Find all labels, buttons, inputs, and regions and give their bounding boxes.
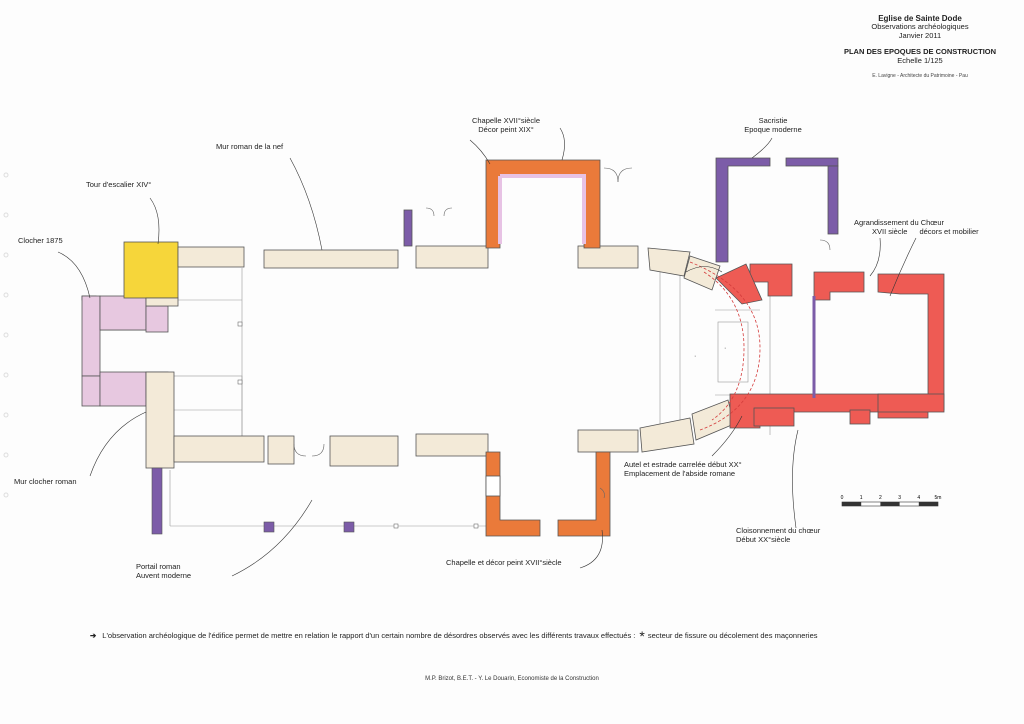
label-chapelle-nord-line2: Décor peint XIX°: [478, 125, 534, 134]
scale-tick-label: 3: [898, 495, 901, 501]
tour-escalier-xiv: [123, 241, 179, 299]
label-mur-nef: Mur roman de la nef: [216, 142, 284, 151]
scale-tick-label: 4: [917, 495, 920, 501]
pillar-markers: [237, 321, 479, 529]
fissure-stars: ··: [694, 345, 726, 360]
legend-note: ➔ L'observation archéologique de l'édific…: [90, 628, 990, 644]
author: E. Lavigne - Architecte du Patrimoine - …: [872, 72, 968, 79]
abside-romane-trace: [689, 261, 761, 431]
footer-credits: M.P. Brizot, B.E.T. - Y. Le Douarin, Eco…: [425, 676, 599, 682]
label-agrandissement: Agrandissement du Chœur XVII siècle décor…: [854, 218, 1014, 236]
interior-lines: [150, 268, 771, 527]
scale-tick-label: 0: [841, 495, 844, 501]
auvent-posts: [151, 467, 355, 535]
scale-text: Echelle 1/125: [897, 56, 943, 66]
sacristie-moderne: [403, 157, 839, 263]
label-sacristie: Sacristie Epoque moderne: [728, 116, 818, 134]
door-marks: [293, 167, 831, 499]
scale-bar-segment-5: [918, 502, 938, 506]
label-agrand-line1: Agrandissement du Chœur: [854, 218, 945, 227]
label-cloison-line1: Cloisonnement du chœur: [736, 526, 821, 535]
label-portail: Portail roman Auvent moderne: [136, 562, 191, 580]
scale-bar: 0 1 2 3 4 5m: [841, 495, 942, 507]
choeur-xvii: [715, 263, 945, 429]
label-sacristie-line2: Epoque moderne: [744, 125, 802, 134]
scale-tick-label: 1: [860, 495, 863, 501]
note-star-text: secteur de fissure ou décolement des maç…: [647, 631, 818, 640]
scale-bar-segment-3: [880, 502, 900, 506]
label-portail-line1: Portail roman: [136, 562, 181, 571]
label-portail-line2: Auvent moderne: [136, 571, 192, 580]
label-clocher: Clocher 1875: [18, 236, 63, 245]
church-name: Eglise de Sainte Dode: [878, 14, 962, 23]
label-chapelle-sud: Chapelle et décor peint XVII°siècle: [446, 558, 562, 567]
binder-holes: [3, 172, 9, 498]
label-autel: Autel et estrade carrelée début XX° Empl…: [624, 460, 742, 478]
plan-title: PLAN DES EPOQUES DE CONSTRUCTION: [843, 47, 997, 57]
note-text: L'observation archéologique de l'édifice…: [102, 631, 636, 640]
abside-romane-trace-inner: [703, 271, 745, 421]
label-cloisonnement: Cloisonnement du chœur Début XX°siècle: [736, 526, 820, 544]
label-cloison-line2: Début XX°siècle: [736, 535, 791, 544]
svg-text:·: ·: [694, 353, 696, 360]
title-block: Eglise de Sainte Dode Observations arché…: [820, 14, 1020, 79]
label-agrand-line2: XVII siècle décors et mobilier: [854, 227, 1014, 236]
label-chapelle-nord-line1: Chapelle XVII°siècle: [471, 116, 541, 125]
chapelle-sud-xvii: [485, 451, 611, 537]
star-icon: *: [639, 628, 645, 644]
date: Janvier 2011: [898, 30, 942, 40]
label-mur-clocher: Mur clocher roman: [14, 477, 77, 486]
label-tour: Tour d'escalier XIV°: [86, 180, 152, 189]
label-sacristie-line1: Sacristie: [758, 116, 788, 125]
label-agrand-century: XVII siècle: [872, 227, 908, 236]
arrow-icon: ➔: [90, 631, 97, 640]
svg-text:·: ·: [724, 345, 726, 352]
scale-tick-label: 2: [879, 495, 882, 501]
leader-lines: [57, 127, 917, 577]
label-agrand-decor: décors et mobilier: [919, 227, 979, 236]
label-chapelle-nord: Chapelle XVII°siècle Décor peint XIX°: [446, 116, 566, 134]
label-autel-line2: Emplacement de l'abside romane: [624, 469, 736, 478]
label-autel-line1: Autel et estrade carrelée début XX°: [624, 460, 742, 469]
chapelle-nord-xvii: [485, 159, 601, 249]
roman-walls: [145, 245, 735, 469]
subtitle: Observations archéologiques: [871, 22, 969, 32]
scale-tick-label: 5m: [935, 495, 942, 501]
scale-bar-segment-1: [842, 502, 862, 506]
scale-bar-ticks: 0 1 2 3 4 5m: [841, 495, 942, 501]
